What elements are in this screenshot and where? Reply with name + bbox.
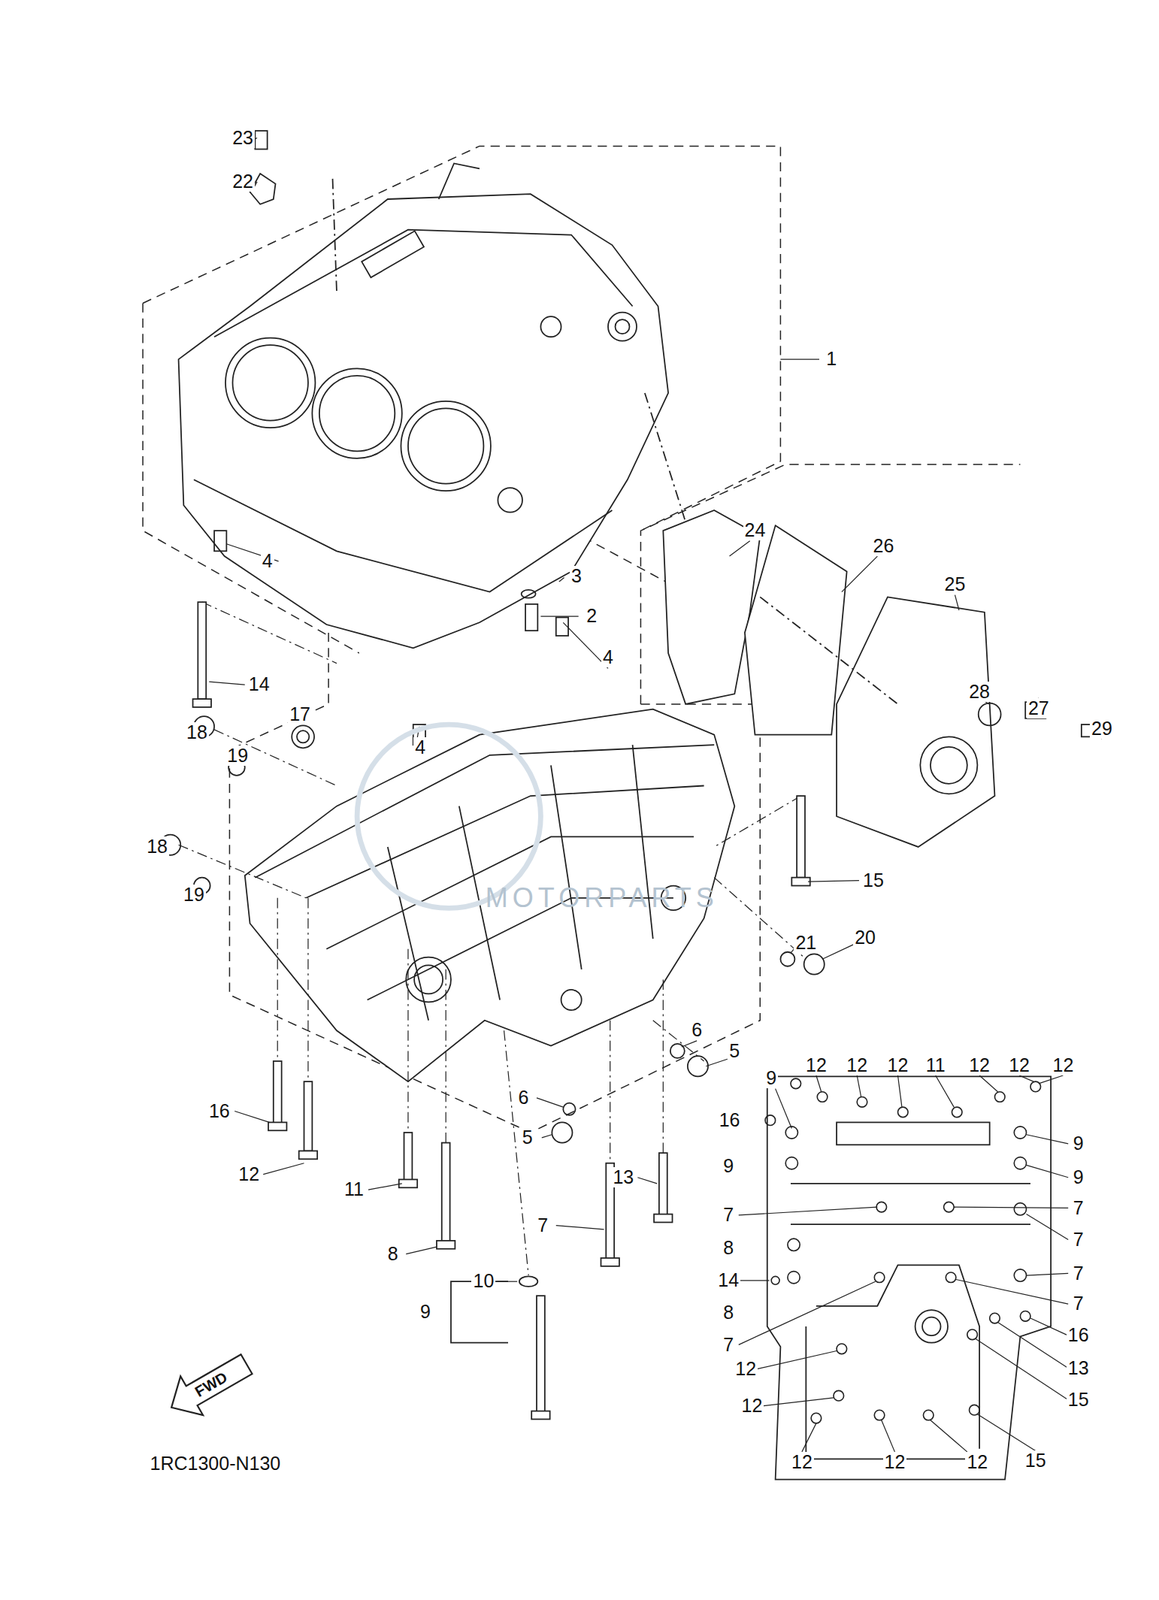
callout-number: 12 xyxy=(1007,1055,1032,1076)
callout-number: 8 xyxy=(721,1237,736,1259)
callout-number: 19 xyxy=(225,745,250,766)
callout-number: 1 xyxy=(824,348,839,370)
callout-number: 7 xyxy=(721,1204,736,1226)
callout-number: 18 xyxy=(184,722,209,743)
callout-number: 12 xyxy=(236,1164,261,1185)
callout-number: 28 xyxy=(967,681,992,703)
callout-number: 7 xyxy=(1071,1229,1086,1250)
callout-number: 12 xyxy=(883,1452,908,1473)
callout-number: 12 xyxy=(1050,1055,1075,1076)
callout-number: 25 xyxy=(943,574,968,595)
callout-number: 12 xyxy=(739,1395,764,1417)
callout-number: 26 xyxy=(871,535,896,557)
callout-number: 4 xyxy=(413,737,427,758)
upper-crankcase xyxy=(178,163,715,648)
callout-number: 2 xyxy=(584,605,599,627)
callout-number: 19 xyxy=(181,884,206,905)
callout-number: 12 xyxy=(886,1055,911,1076)
callout-number: 3 xyxy=(569,565,584,587)
callout-number: 7 xyxy=(721,1334,736,1356)
callout-number: 10 xyxy=(471,1270,496,1292)
callout-number: 16 xyxy=(1066,1325,1091,1346)
callout-number: 13 xyxy=(611,1167,636,1188)
bottom-view xyxy=(738,1075,1069,1480)
callout-number: 11 xyxy=(924,1055,948,1076)
callout-number: 6 xyxy=(689,1019,704,1041)
callout-number: 15 xyxy=(1066,1389,1091,1411)
callout-number: 16 xyxy=(717,1110,742,1131)
callout-number: 9 xyxy=(1071,1133,1086,1154)
callout-number: 8 xyxy=(721,1302,736,1323)
callout-number: 12 xyxy=(965,1452,990,1473)
callout-number: 13 xyxy=(1066,1358,1091,1379)
watermark: MOTORPARTS xyxy=(484,883,721,913)
callout-number: 12 xyxy=(844,1055,869,1076)
callout-number: 22 xyxy=(230,171,255,192)
callout-number: 15 xyxy=(1023,1450,1048,1471)
callout-number: 6 xyxy=(516,1087,530,1108)
callout-number: 7 xyxy=(1071,1293,1086,1314)
callout-number: 4 xyxy=(601,647,615,668)
callout-number: 4 xyxy=(260,550,275,572)
callout-number: 24 xyxy=(743,520,768,541)
callout-number: 7 xyxy=(1071,1198,1086,1219)
callout-number: 9 xyxy=(764,1068,778,1089)
callout-number: 7 xyxy=(1071,1263,1086,1284)
callout-number: 18 xyxy=(145,836,170,857)
callout-number: 23 xyxy=(230,127,255,149)
callout-number: 27 xyxy=(1026,698,1051,719)
callout-number: 12 xyxy=(967,1055,992,1076)
callout-number: 14 xyxy=(716,1270,741,1291)
callout-number: 15 xyxy=(861,870,886,891)
callout-number: 20 xyxy=(853,927,878,948)
lower-crankcase xyxy=(178,602,807,1276)
callout-number: 17 xyxy=(287,704,312,725)
callout-number: 5 xyxy=(520,1127,535,1148)
callout-number: 29 xyxy=(1089,718,1114,739)
diagram-code: 1RC1300-N130 xyxy=(148,1453,283,1474)
callout-number: 12 xyxy=(804,1055,829,1076)
callout-number: 12 xyxy=(733,1358,758,1380)
callout-number: 16 xyxy=(207,1101,232,1122)
callout-number: 7 xyxy=(535,1215,550,1236)
callout-number: 9 xyxy=(1071,1167,1086,1188)
callout-number: 11 xyxy=(342,1179,366,1200)
callout-number: 9 xyxy=(721,1155,736,1177)
callout-number: 9 xyxy=(418,1301,433,1323)
callout-number: 5 xyxy=(727,1040,742,1062)
callout-number: 21 xyxy=(793,932,818,954)
callout-number: 14 xyxy=(247,674,272,695)
callout-number: 12 xyxy=(789,1452,815,1473)
callout-number: 8 xyxy=(386,1243,400,1265)
